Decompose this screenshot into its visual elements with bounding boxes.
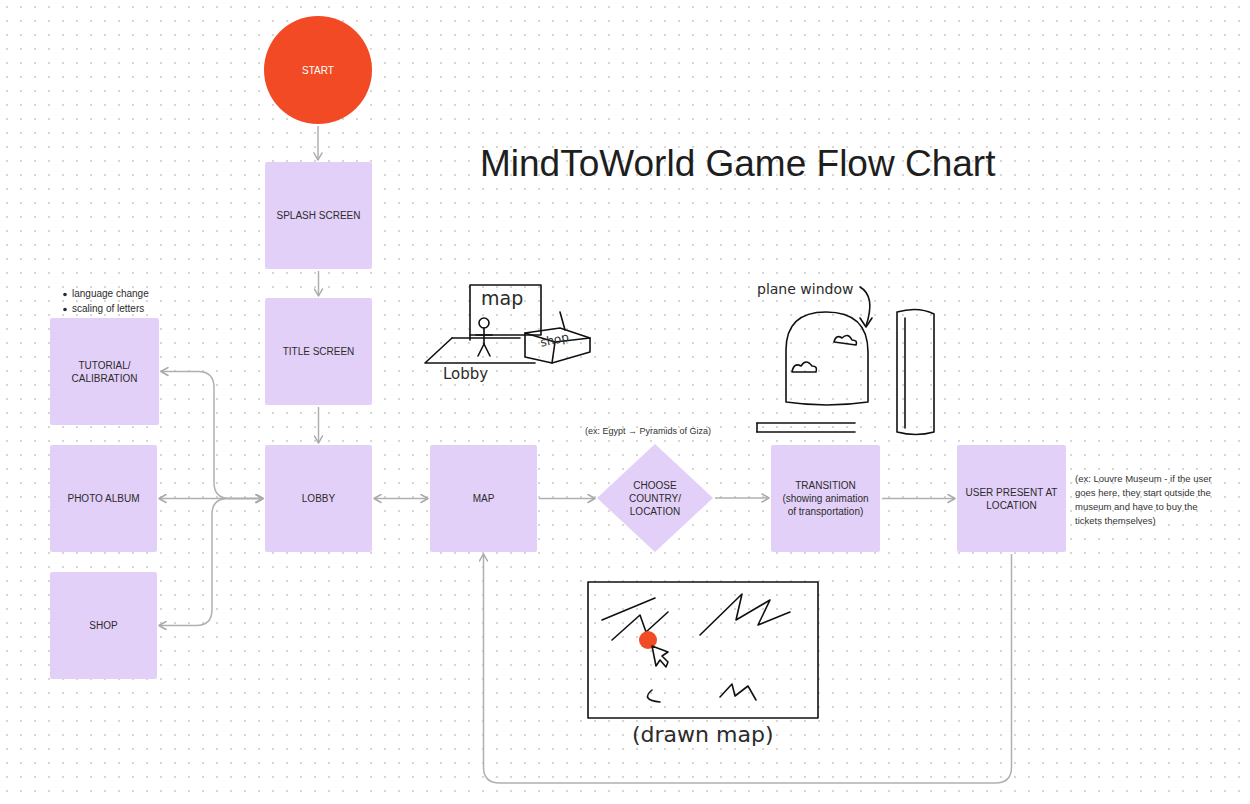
diamond-shape (597, 444, 713, 552)
process-box: SPLASH SCREEN (265, 162, 372, 269)
process-box: USER PRESENT AT LOCATION (957, 445, 1066, 552)
node-text: START (302, 64, 334, 77)
bullet-note: language change (72, 288, 149, 299)
node-text: SPLASH SCREEN (277, 209, 361, 222)
lobby-sketch (425, 285, 590, 363)
flow-connector (484, 554, 1012, 783)
example-note: (ex: Louvre Museum - if the user goes he… (1075, 472, 1227, 528)
bullet (63, 293, 67, 297)
node-text: SHOP (89, 619, 117, 632)
node-text: (showing animation of transportation) (777, 492, 874, 518)
node-text: CHOOSE COUNTRY/ LOCATION (620, 479, 690, 518)
flow-connector (161, 372, 263, 499)
node-text: USER PRESENT AT LOCATION (963, 486, 1060, 512)
node-text: TUTORIAL/ CALIBRATION (56, 359, 153, 385)
decision-diamond: CHOOSE COUNTRY/ LOCATION (597, 444, 713, 552)
process-box: MAP (430, 445, 537, 552)
sketch-label: map (481, 287, 523, 309)
node-text: MAP (473, 492, 495, 505)
sketch-label: plane window (757, 281, 853, 297)
flow-connector (715, 497, 769, 499)
example-note: (ex: Egypt → Pyramids of Giza) (585, 426, 711, 436)
process-box: TITLE SCREEN (265, 298, 372, 405)
process-box: PHOTO ALBUM (50, 445, 157, 552)
node-text: LOBBY (302, 492, 335, 505)
chart-title: MindToWorld Game Flow Chart (480, 143, 995, 185)
flow-connector (318, 407, 320, 443)
flow-connector (374, 498, 428, 500)
flow-connector (318, 271, 320, 296)
sketch-label: (drawn map) (632, 722, 773, 747)
node-text: TITLE SCREEN (283, 345, 355, 358)
flow-connector (539, 498, 595, 500)
start-circle: START (264, 16, 372, 124)
flow-connector (159, 499, 263, 626)
process-box: TUTORIAL/ CALIBRATION (50, 318, 159, 425)
drawn-map-sketch (588, 582, 818, 718)
process-box: SHOP (50, 572, 157, 679)
node-text: PHOTO ALBUM (67, 492, 139, 505)
bullet-note: scaling of letters (72, 303, 144, 314)
process-box: LOBBY (265, 445, 372, 552)
sketch-label: shop (539, 330, 570, 350)
flow-connector (882, 498, 955, 500)
process-box: TRANSITION(showing animation of transpor… (771, 445, 880, 552)
bullet (63, 308, 67, 312)
flow-connector (317, 126, 319, 160)
plane-window-sketch (757, 287, 934, 435)
sketch-label: Lobby (443, 365, 488, 383)
node-text: TRANSITION (795, 479, 856, 492)
